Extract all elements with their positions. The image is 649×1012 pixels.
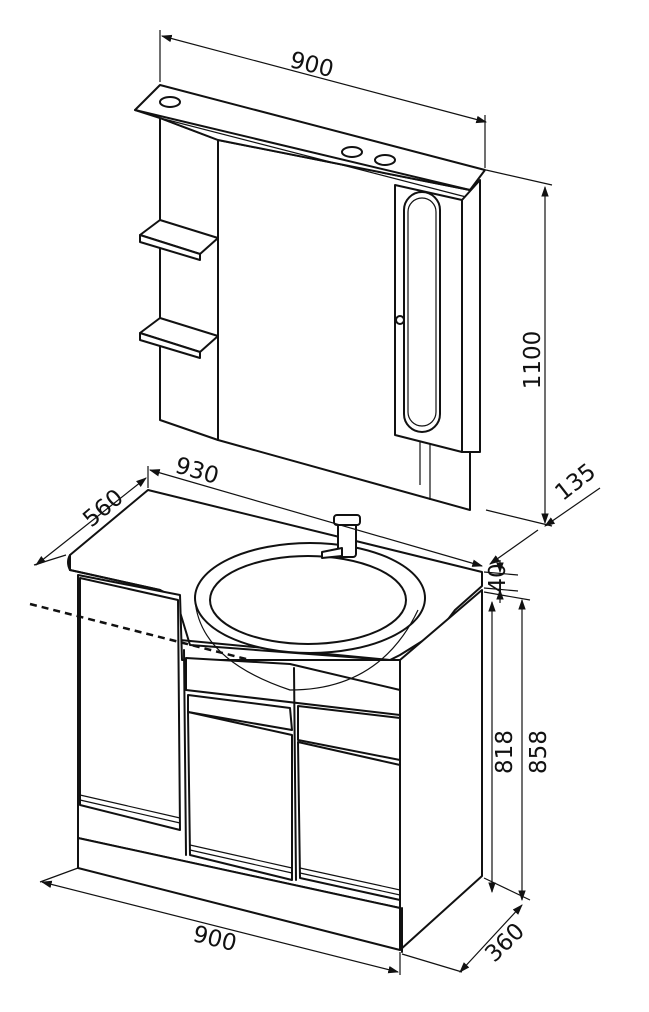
label-top-width: 930 (172, 453, 221, 490)
dimension-lines (33, 30, 601, 975)
label-total-height: 858 (526, 730, 552, 774)
label-cabinet-depth: 360 (480, 918, 530, 967)
small-drawer-left (187, 694, 293, 731)
dim-line-top-depth (35, 477, 147, 566)
top-drawer (185, 657, 401, 716)
label-mirror-depth: 135 (550, 459, 601, 507)
middle-door-right (297, 741, 401, 901)
side-cabinet-window (403, 191, 441, 433)
top-light-hole-left (159, 96, 181, 108)
basin-bowl (209, 555, 407, 645)
small-drawer-right (297, 705, 401, 761)
label-top-thickness: 40 (485, 563, 511, 592)
dim-line-cabinet-depth (459, 904, 523, 973)
middle-door-left (187, 711, 293, 881)
mirror-cabinet (134, 84, 486, 511)
label-cabinet-height: 818 (492, 730, 518, 774)
label-mirror-width: 900 (287, 47, 336, 83)
dim-line-cabinet-width (40, 880, 400, 974)
side-cabinet-knob (395, 315, 405, 325)
vanity-base (29, 489, 483, 953)
mirror-left-panel (159, 117, 219, 441)
label-cabinet-width: 900 (190, 921, 239, 957)
left-door (79, 577, 181, 831)
wall-line (29, 602, 251, 662)
dim-line-top-width (148, 469, 484, 567)
dim-line-mirror-depth (544, 487, 601, 527)
top-light-hole-right (374, 154, 396, 166)
dim-line-mirror-width (160, 34, 488, 124)
label-mirror-height: 1100 (520, 331, 546, 390)
top-light-hole-middle (341, 146, 363, 158)
